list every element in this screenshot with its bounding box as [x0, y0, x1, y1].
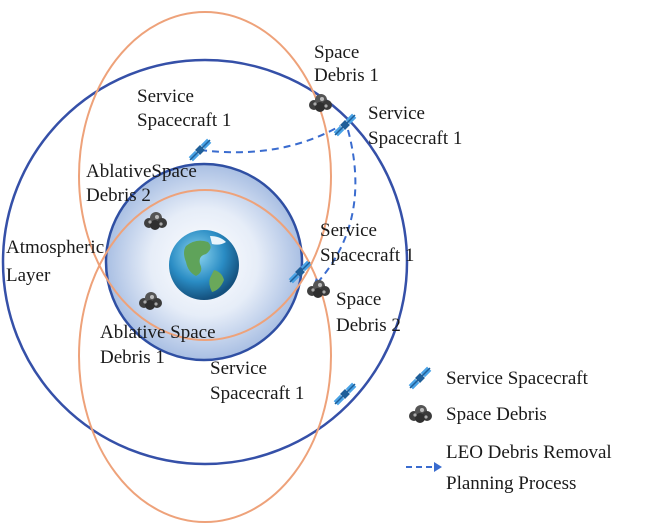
debris-cloud-icon	[309, 94, 332, 112]
debris-cloud-icon	[409, 405, 432, 423]
orbit-lower-orange	[78, 189, 332, 523]
legend: Service Spacecraft Space Debris LEO Debr…	[406, 365, 616, 494]
removal-path-1	[199, 125, 341, 154]
legend-label-debris: Space Debris	[446, 404, 547, 425]
label-space-debris-1: Space Debris 1	[314, 42, 379, 86]
legend-arrowhead	[434, 462, 442, 472]
label-service-spacecraft-middle: Service Spacecraft 1	[320, 220, 414, 266]
label-space-debris-2: Space Debris 2	[336, 289, 401, 336]
debris-cloud-icon	[307, 280, 330, 298]
satellite-icon	[187, 137, 213, 163]
label-service-spacecraft-top-right: Service Spacecraft 1	[368, 103, 462, 149]
earth-icon	[169, 230, 239, 300]
legend-label-process: LEO Debris Removal Planning Process	[446, 442, 616, 494]
orbit-upper-orange	[78, 11, 332, 341]
satellite-icon	[332, 381, 358, 407]
label-service-spacecraft-top-left: Service Spacecraft 1	[137, 86, 231, 131]
outer-orbit	[1, 58, 409, 466]
label-ablative-debris-2: AblativeSpace Debris 2	[86, 161, 202, 206]
label-atmospheric-layer: Atmospheric Layer	[6, 237, 109, 286]
satellite-icon	[407, 365, 433, 391]
legend-label-spacecraft: Service Spacecraft	[446, 368, 589, 389]
label-service-spacecraft-bottom: Service Spacecraft 1	[210, 358, 304, 404]
label-ablative-debris-1: Ablative Space Debris 1	[100, 322, 220, 368]
